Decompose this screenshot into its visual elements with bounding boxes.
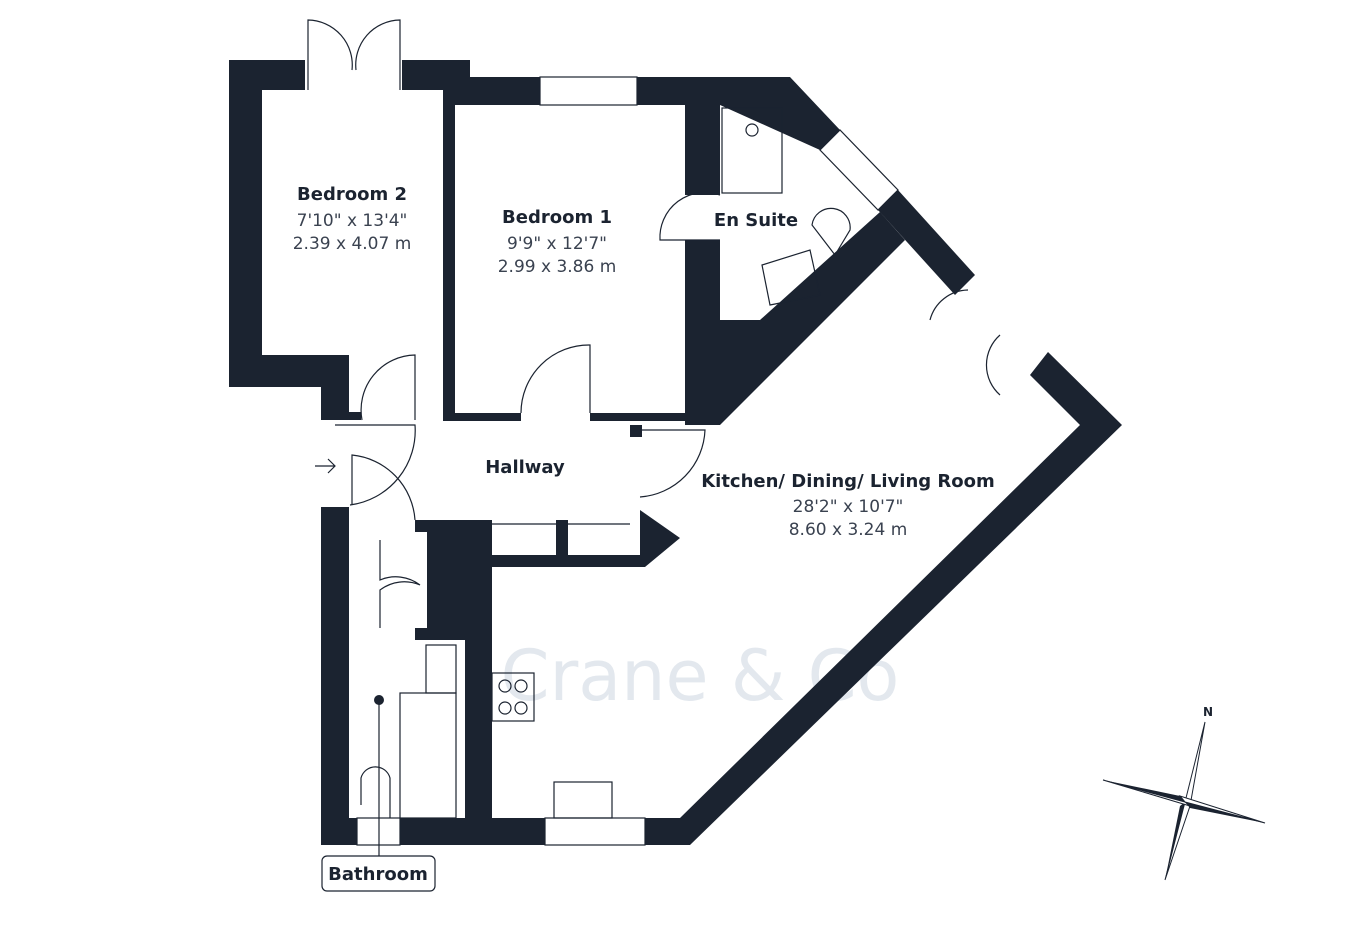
hallway-name: Hallway [485, 457, 565, 478]
bedroom2-imperial: 7'10" x 13'4" [297, 211, 408, 231]
bedroom1-metric: 2.99 x 3.86 m [498, 257, 617, 277]
compass: N [1102, 705, 1266, 881]
bedroom1-imperial: 9'9" x 12'7" [507, 234, 607, 254]
walls [229, 60, 1122, 846]
kitchen-imperial: 28'2" x 10'7" [793, 497, 904, 517]
bathroom-name: Bathroom [328, 864, 428, 885]
bedroom2-name: Bedroom 2 [297, 184, 407, 205]
kitchen-metric: 8.60 x 3.24 m [789, 520, 908, 540]
room-labels: Bedroom 2 7'10" x 13'4" 2.39 x 4.07 m Be… [293, 184, 995, 892]
bedroom1-name: Bedroom 1 [502, 207, 612, 228]
fixtures [307, 19, 1001, 858]
entrance-arrow-icon [315, 458, 336, 474]
bedroom2-metric: 2.39 x 4.07 m [293, 234, 412, 254]
compass-north-label: N [1203, 705, 1213, 719]
ensuite-name: En Suite [714, 210, 798, 231]
bathroom-label-box [321, 855, 436, 892]
kitchen-name: Kitchen/ Dining/ Living Room [701, 471, 995, 492]
